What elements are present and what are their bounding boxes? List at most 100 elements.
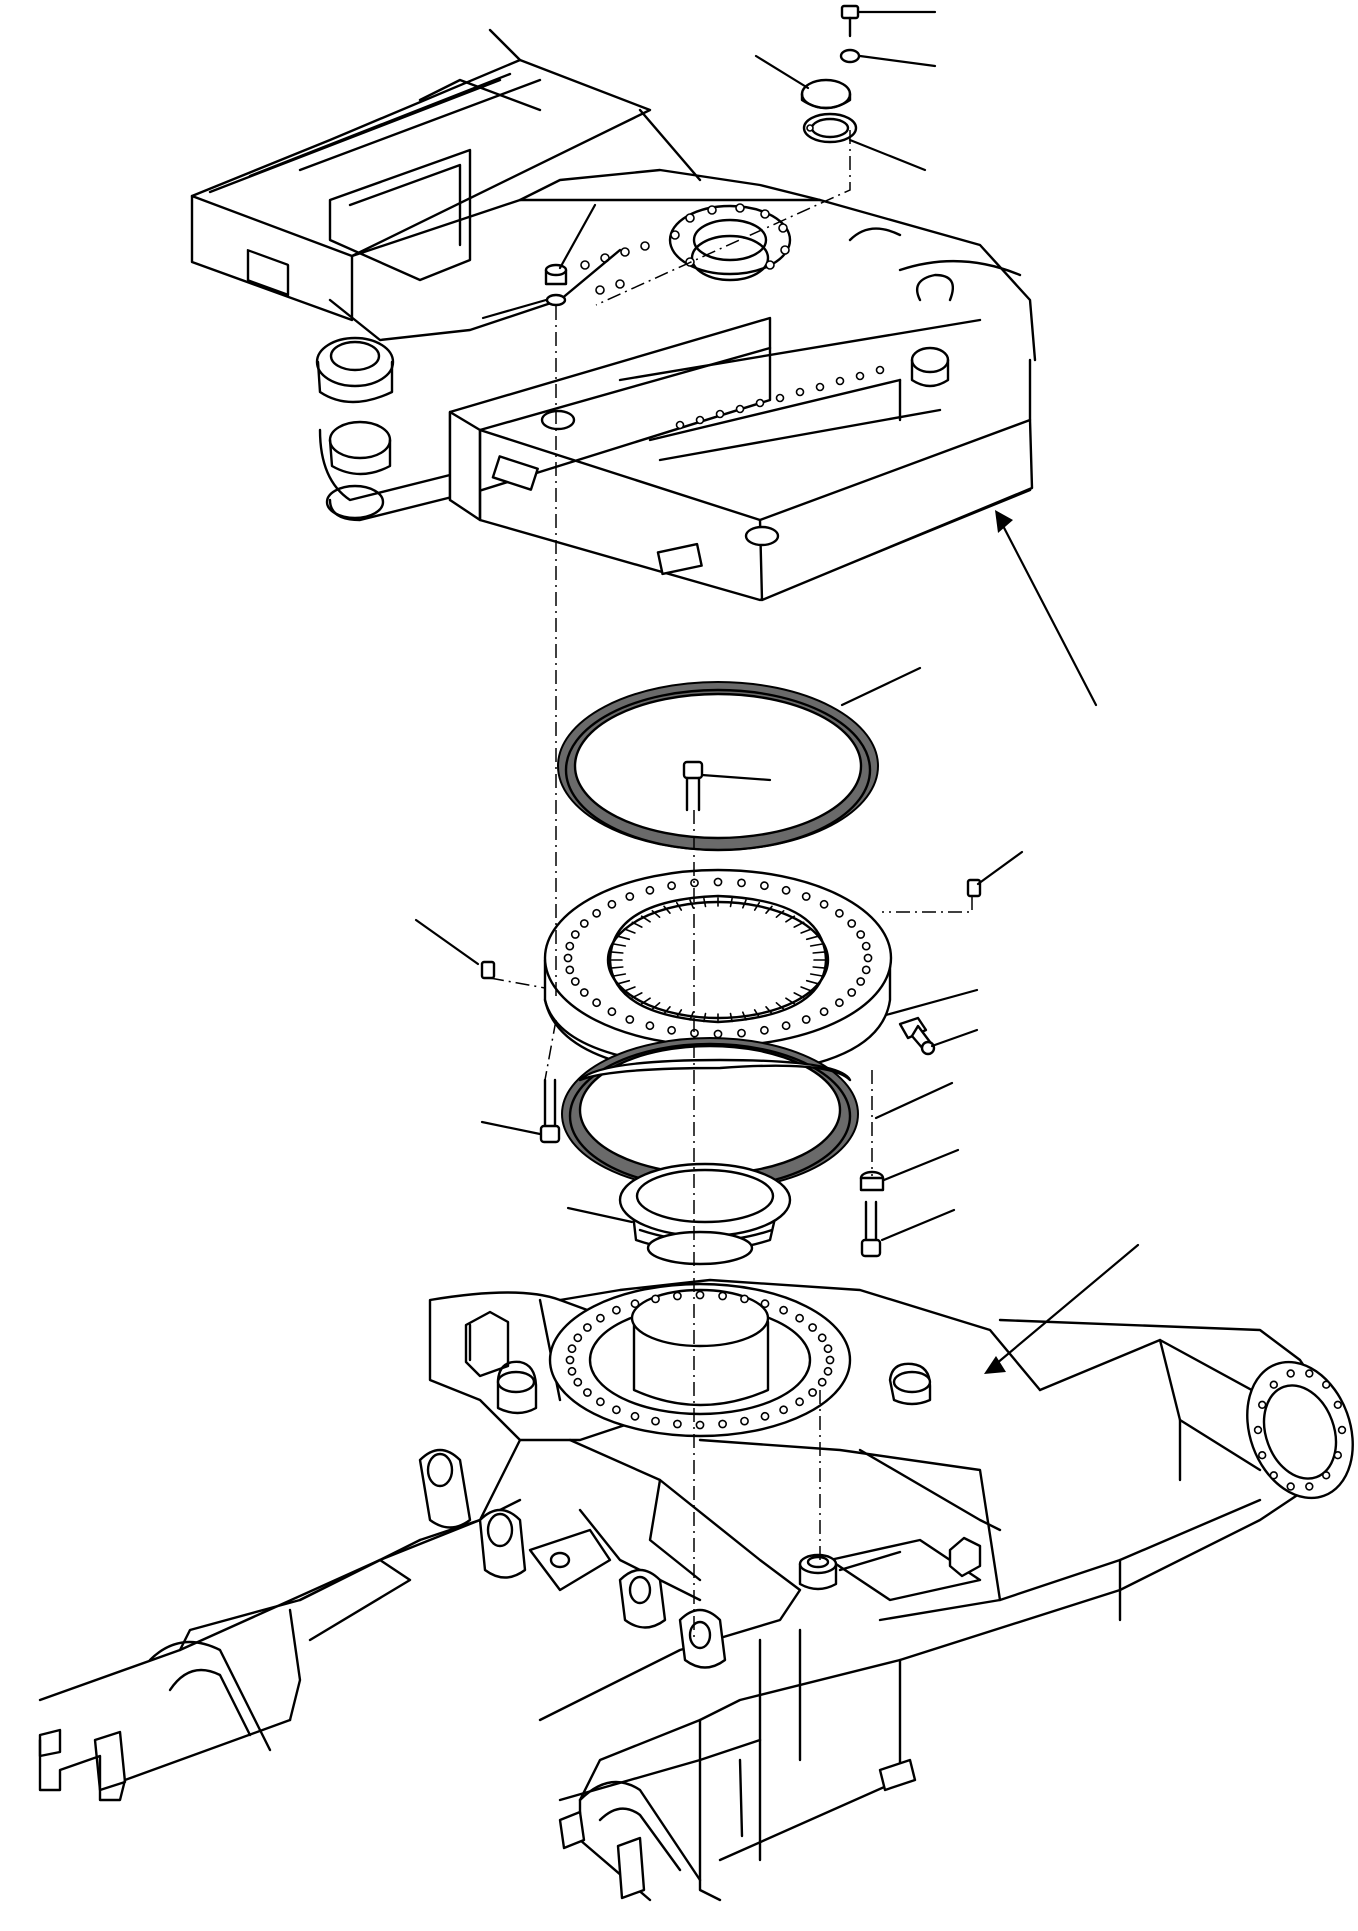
leader-bearing-bolt	[480, 1120, 542, 1136]
gear-tooth	[793, 992, 805, 999]
gear-tooth	[741, 899, 747, 909]
dowel-pin-left	[480, 960, 496, 980]
hub-hole	[1333, 1400, 1343, 1410]
upper-frame-arrow-head	[995, 510, 1013, 533]
gear-tooth	[800, 928, 813, 934]
bearing-bolt-hole	[847, 988, 857, 997]
center-bolt	[682, 760, 704, 812]
lower-ring-hole	[630, 1411, 640, 1421]
mounting-bolt	[859, 1170, 885, 1258]
hub-hole	[1305, 1482, 1314, 1491]
gear-tooth	[623, 928, 636, 934]
bearing-bolt-hole	[760, 881, 769, 891]
bearing-bolt-hole	[625, 892, 635, 901]
bearing-bolt-hole	[713, 1029, 723, 1039]
leader-cover-plate	[754, 54, 810, 90]
hub-hole	[1269, 1380, 1279, 1389]
gear-tooth	[753, 1009, 761, 1019]
bearing-bolt-hole	[863, 953, 873, 963]
lower-ring-hole	[651, 1416, 660, 1426]
lower-ring-hole	[567, 1366, 577, 1376]
leader-upper-frame-arrow	[998, 518, 1098, 707]
gear-tooth	[741, 1011, 747, 1021]
cover-bolt	[840, 4, 860, 38]
bearing-bolt-hole	[781, 885, 791, 895]
gear-tooth	[729, 1012, 733, 1023]
lower-ring-hole	[825, 1355, 835, 1365]
gear-tooth	[703, 1012, 707, 1023]
bearing-bolt-hole	[570, 930, 580, 939]
upper-seal-ring	[557, 681, 879, 852]
hub-hole	[1253, 1425, 1263, 1435]
bearing-bolt-hole	[737, 1028, 746, 1038]
gear-tooth	[809, 973, 824, 977]
lower-ring-hole	[583, 1323, 592, 1332]
assembly-center-lines	[489, 130, 973, 1640]
drain-plug	[798, 1553, 838, 1591]
leader-swing-bearing	[884, 988, 979, 1017]
bearing-bolt-hole	[592, 998, 601, 1008]
lower-frame	[38, 1278, 1354, 1902]
gear-tooth	[612, 973, 627, 977]
gear-tooth	[775, 909, 785, 919]
bearing-bolt-hole	[667, 881, 676, 891]
gear-tooth	[663, 1005, 671, 1015]
cover-plate	[800, 78, 852, 110]
hub-hole	[1333, 1450, 1343, 1460]
leader-cover-gasket	[848, 138, 927, 172]
lower-ring-hole	[760, 1299, 770, 1309]
leader-washer	[481, 298, 548, 320]
hub-hole	[1269, 1471, 1279, 1480]
lower-ring-hole	[823, 1366, 833, 1376]
bearing-bolt-hole	[819, 899, 829, 909]
lower-ring-hole	[718, 1419, 727, 1429]
leader-nut-right	[882, 1148, 960, 1182]
gear-tooth	[610, 966, 624, 969]
bearing-bolt-hole	[713, 877, 723, 887]
lower-ring-hole	[673, 1419, 682, 1429]
lower-ring-hole	[718, 1291, 727, 1301]
bearing-holes	[563, 877, 873, 1039]
bearing-bolt	[539, 1078, 561, 1144]
gear-tooth	[651, 1001, 661, 1011]
gear-tooth	[689, 899, 695, 909]
gear-tooth	[631, 992, 643, 999]
bearing-bolt-hole	[579, 988, 589, 997]
gear-tooth	[617, 935, 631, 941]
gear-tooth	[805, 935, 819, 941]
bearing-bolt-hole	[592, 908, 601, 918]
leader-lines	[414, 10, 1140, 1374]
hub-hole	[1321, 1380, 1331, 1389]
bearing-bolt-hole	[565, 941, 575, 951]
bearing-bolt-hole	[847, 919, 857, 928]
gear-tooth	[785, 915, 796, 923]
lower-ring-hole	[565, 1355, 575, 1365]
leader-dowel-right	[976, 850, 1024, 886]
grease-fitting	[898, 1016, 936, 1056]
gear-tooth	[675, 901, 683, 911]
gear-tooth	[793, 921, 805, 928]
mount-ring-holes	[670, 203, 790, 270]
bearing-bolt-hole	[835, 998, 844, 1008]
bearing-bolt-hole	[667, 1025, 676, 1035]
bearing-bolt-hole	[645, 1021, 655, 1031]
cross-beam-holes	[675, 365, 885, 430]
lower-frame-arrow-head	[984, 1356, 1006, 1374]
bearing-bolt-hole	[760, 1025, 769, 1035]
lower-ring-hole	[630, 1299, 640, 1309]
gear-tooth	[785, 997, 796, 1005]
lower-ring-hole	[695, 1290, 705, 1300]
bearing-bolt-hole	[737, 878, 746, 888]
bearing-bolt-hole	[625, 1015, 635, 1024]
lower-ring-hole	[740, 1294, 749, 1304]
gear-tooth	[775, 1001, 785, 1011]
gear-tooth	[729, 897, 733, 908]
lower-ring-hole	[779, 1405, 788, 1415]
gear-tooth	[617, 979, 631, 985]
bearing-bolt-hole	[861, 965, 871, 975]
gear-tooth	[689, 1011, 695, 1021]
gear-tooth	[651, 909, 661, 919]
bearing-bolt-hole	[570, 977, 580, 986]
lower-ring-hole	[817, 1333, 827, 1343]
lower-ring-hole	[573, 1333, 583, 1343]
